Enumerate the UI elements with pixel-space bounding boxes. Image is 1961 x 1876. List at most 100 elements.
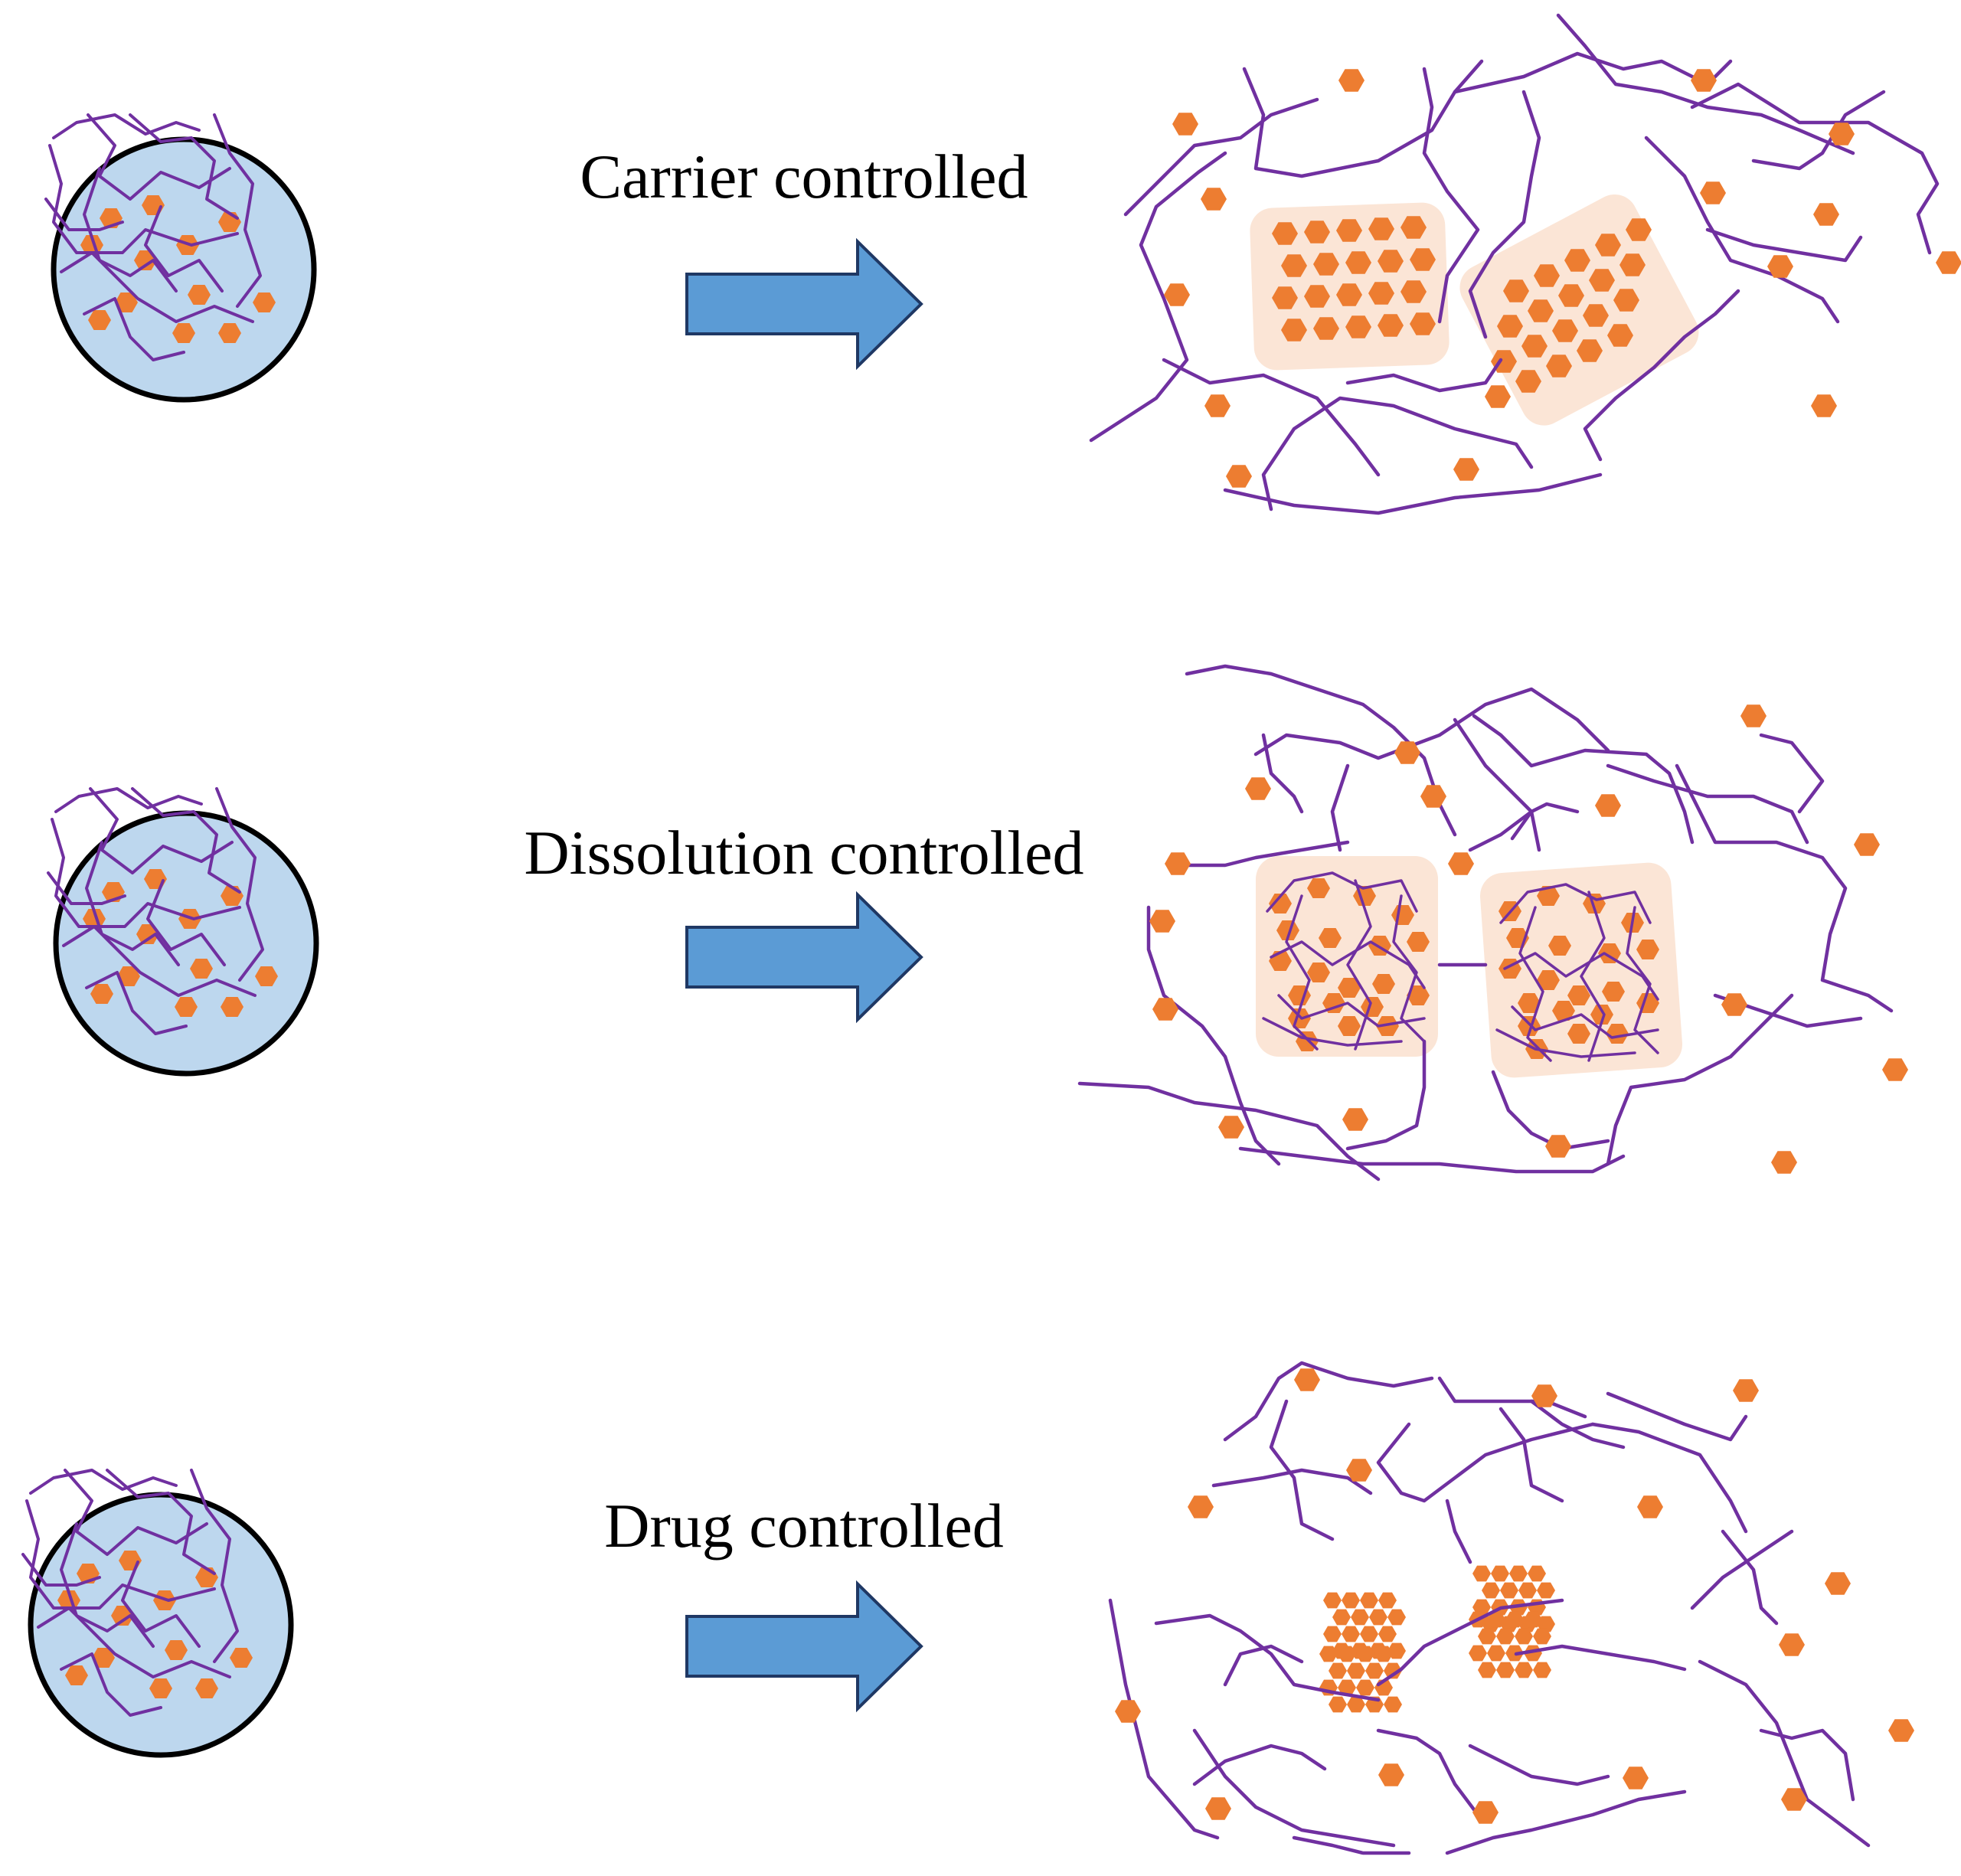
drug-hexagon-icon (1518, 1582, 1537, 1599)
polymer-chain (1270, 940, 1426, 989)
drug-hexagon-icon (1619, 253, 1646, 276)
drug-hexagon-icon (1376, 1016, 1399, 1036)
drug-hexagon-icon (1410, 312, 1436, 335)
drug-hexagon-icon (1336, 283, 1362, 306)
drug-hexagon-icon (1936, 251, 1961, 274)
drug-hexagon-icon (1342, 1592, 1360, 1609)
polymer-chain (1503, 952, 1659, 1001)
polymer-chain (89, 787, 234, 874)
drug-hexagon-icon (1590, 1005, 1613, 1025)
drug-hexagon-icon (1345, 251, 1371, 274)
drug-hexagon-icon (1338, 1646, 1356, 1662)
drug-hexagon-icon (1637, 1495, 1663, 1518)
polymer-chain (1089, 151, 1227, 443)
polymer-chain (190, 1469, 239, 1663)
polymer-chain (1705, 227, 1863, 263)
drug-hexagon-icon (1329, 1662, 1347, 1679)
drug-hexagon-icon (1552, 1001, 1575, 1021)
drug-hexagon-icon (1378, 1763, 1404, 1786)
drug-hexagon-icon (1372, 974, 1395, 994)
drug-hexagon-icon (1771, 1151, 1797, 1174)
drug-hexagon-icon (1164, 283, 1190, 306)
polymer-chain (1345, 358, 1503, 393)
drug-hexagon-icon (1347, 1662, 1365, 1679)
polymer-chain (1253, 687, 1610, 760)
polymer-chain (1261, 396, 1534, 511)
polymer-chain (1690, 1529, 1794, 1610)
polymer-chain (1277, 994, 1426, 1028)
polymer-chain (60, 251, 254, 323)
polymer-chain (146, 879, 226, 966)
polymer-chain (44, 198, 124, 231)
polymer-chain (1468, 1744, 1610, 1786)
drug-hexagon-icon (1400, 216, 1427, 239)
drug-hexagon-icon (1491, 1565, 1509, 1582)
drug-hexagon-icon (65, 1665, 88, 1685)
particle-drug-hexagons (80, 195, 276, 343)
drug-hexagon-icon (1487, 1611, 1505, 1628)
drug-hexagon-icon (253, 293, 276, 312)
polymer-chain (1376, 1422, 1595, 1503)
drug-hexagon-icon (1700, 181, 1726, 204)
drug-hexagon-icon (1524, 1611, 1542, 1628)
drug-hexagon-icon (1276, 920, 1299, 940)
drug-hexagon-icon (1811, 394, 1837, 417)
drug-hexagon-icon (1528, 299, 1554, 322)
polymer-chain (62, 925, 257, 997)
drug-hexagon-icon (1602, 982, 1625, 1002)
drug-hexagon-icon (1546, 355, 1572, 377)
drug-hexagon-icon (1589, 269, 1615, 292)
particle-polymer-chains (44, 113, 262, 361)
drug-hexagon-icon (1172, 113, 1198, 136)
drug-hexagon-icon (136, 924, 159, 944)
polymer-chain (1162, 358, 1381, 477)
drug-hexagon-icon (88, 310, 111, 330)
polymer-chain (1376, 1598, 1564, 1687)
drug-hexagon-icon (1218, 1116, 1244, 1139)
polymer-chain (1376, 1728, 1480, 1817)
label-drug-controlled: Drug controlled (604, 1491, 1004, 1561)
domain-polymer-chains (1262, 871, 1659, 1062)
drug-hexagon-icon (1368, 282, 1394, 305)
polymer-chain (60, 1522, 155, 1648)
drug-hexagon-icon (1115, 1700, 1141, 1723)
drug-hexagon-icon (1472, 1565, 1491, 1582)
drug-hexagon-icon (1368, 217, 1394, 240)
polymer-chain (1346, 879, 1372, 1051)
drug-hexagon-icon (1733, 1379, 1759, 1402)
polymer-chain (1491, 1070, 1610, 1151)
drug-hexagon-icon (1407, 932, 1430, 952)
polymer-chain (25, 1499, 216, 1610)
drug-hexagon-icon (1528, 1565, 1546, 1582)
polymer-chain (1518, 906, 1552, 1062)
polymer-chain (83, 167, 178, 293)
drug-hexagon-icon (1188, 1495, 1214, 1518)
polymer-chain (1472, 714, 1695, 845)
polymer-chain (1606, 1391, 1748, 1442)
drug-hexagon-icon (1307, 878, 1330, 898)
drug-hexagon-icon (92, 1648, 115, 1668)
drug-hexagon-icon (1505, 1611, 1524, 1628)
polymer-chain (1392, 894, 1426, 1043)
polymer-chain (85, 971, 188, 1035)
drug-hexagon-icon (117, 966, 140, 986)
drug-hexagon-icon (1356, 1679, 1374, 1696)
drug-hexagon-icon (1360, 1592, 1378, 1609)
polymer-chain (54, 787, 203, 813)
drug-hexagon-icon (1281, 319, 1307, 342)
drug-hexagon-icon (1448, 852, 1474, 875)
drug-hexagon-icon (1503, 279, 1529, 302)
drug-hexagon-icon (1338, 1679, 1356, 1696)
polymer-chain (85, 841, 180, 966)
polymer-chain (1445, 1499, 1472, 1564)
drug-hexagon-icon (1882, 1058, 1908, 1081)
polymer-chain (1437, 1376, 1587, 1419)
polymer-chain (1192, 1728, 1396, 1848)
polymer-chain (144, 205, 224, 293)
drug-hexagon-icon (1307, 963, 1330, 982)
panel-drug-controlled-network (1108, 1361, 1914, 1855)
drug-hexagon-icon (1613, 289, 1639, 312)
drug-hexagon-icon (1472, 1599, 1491, 1616)
drug-hexagon-icon (90, 984, 113, 1004)
drug-hexagon-icon (1537, 970, 1560, 990)
